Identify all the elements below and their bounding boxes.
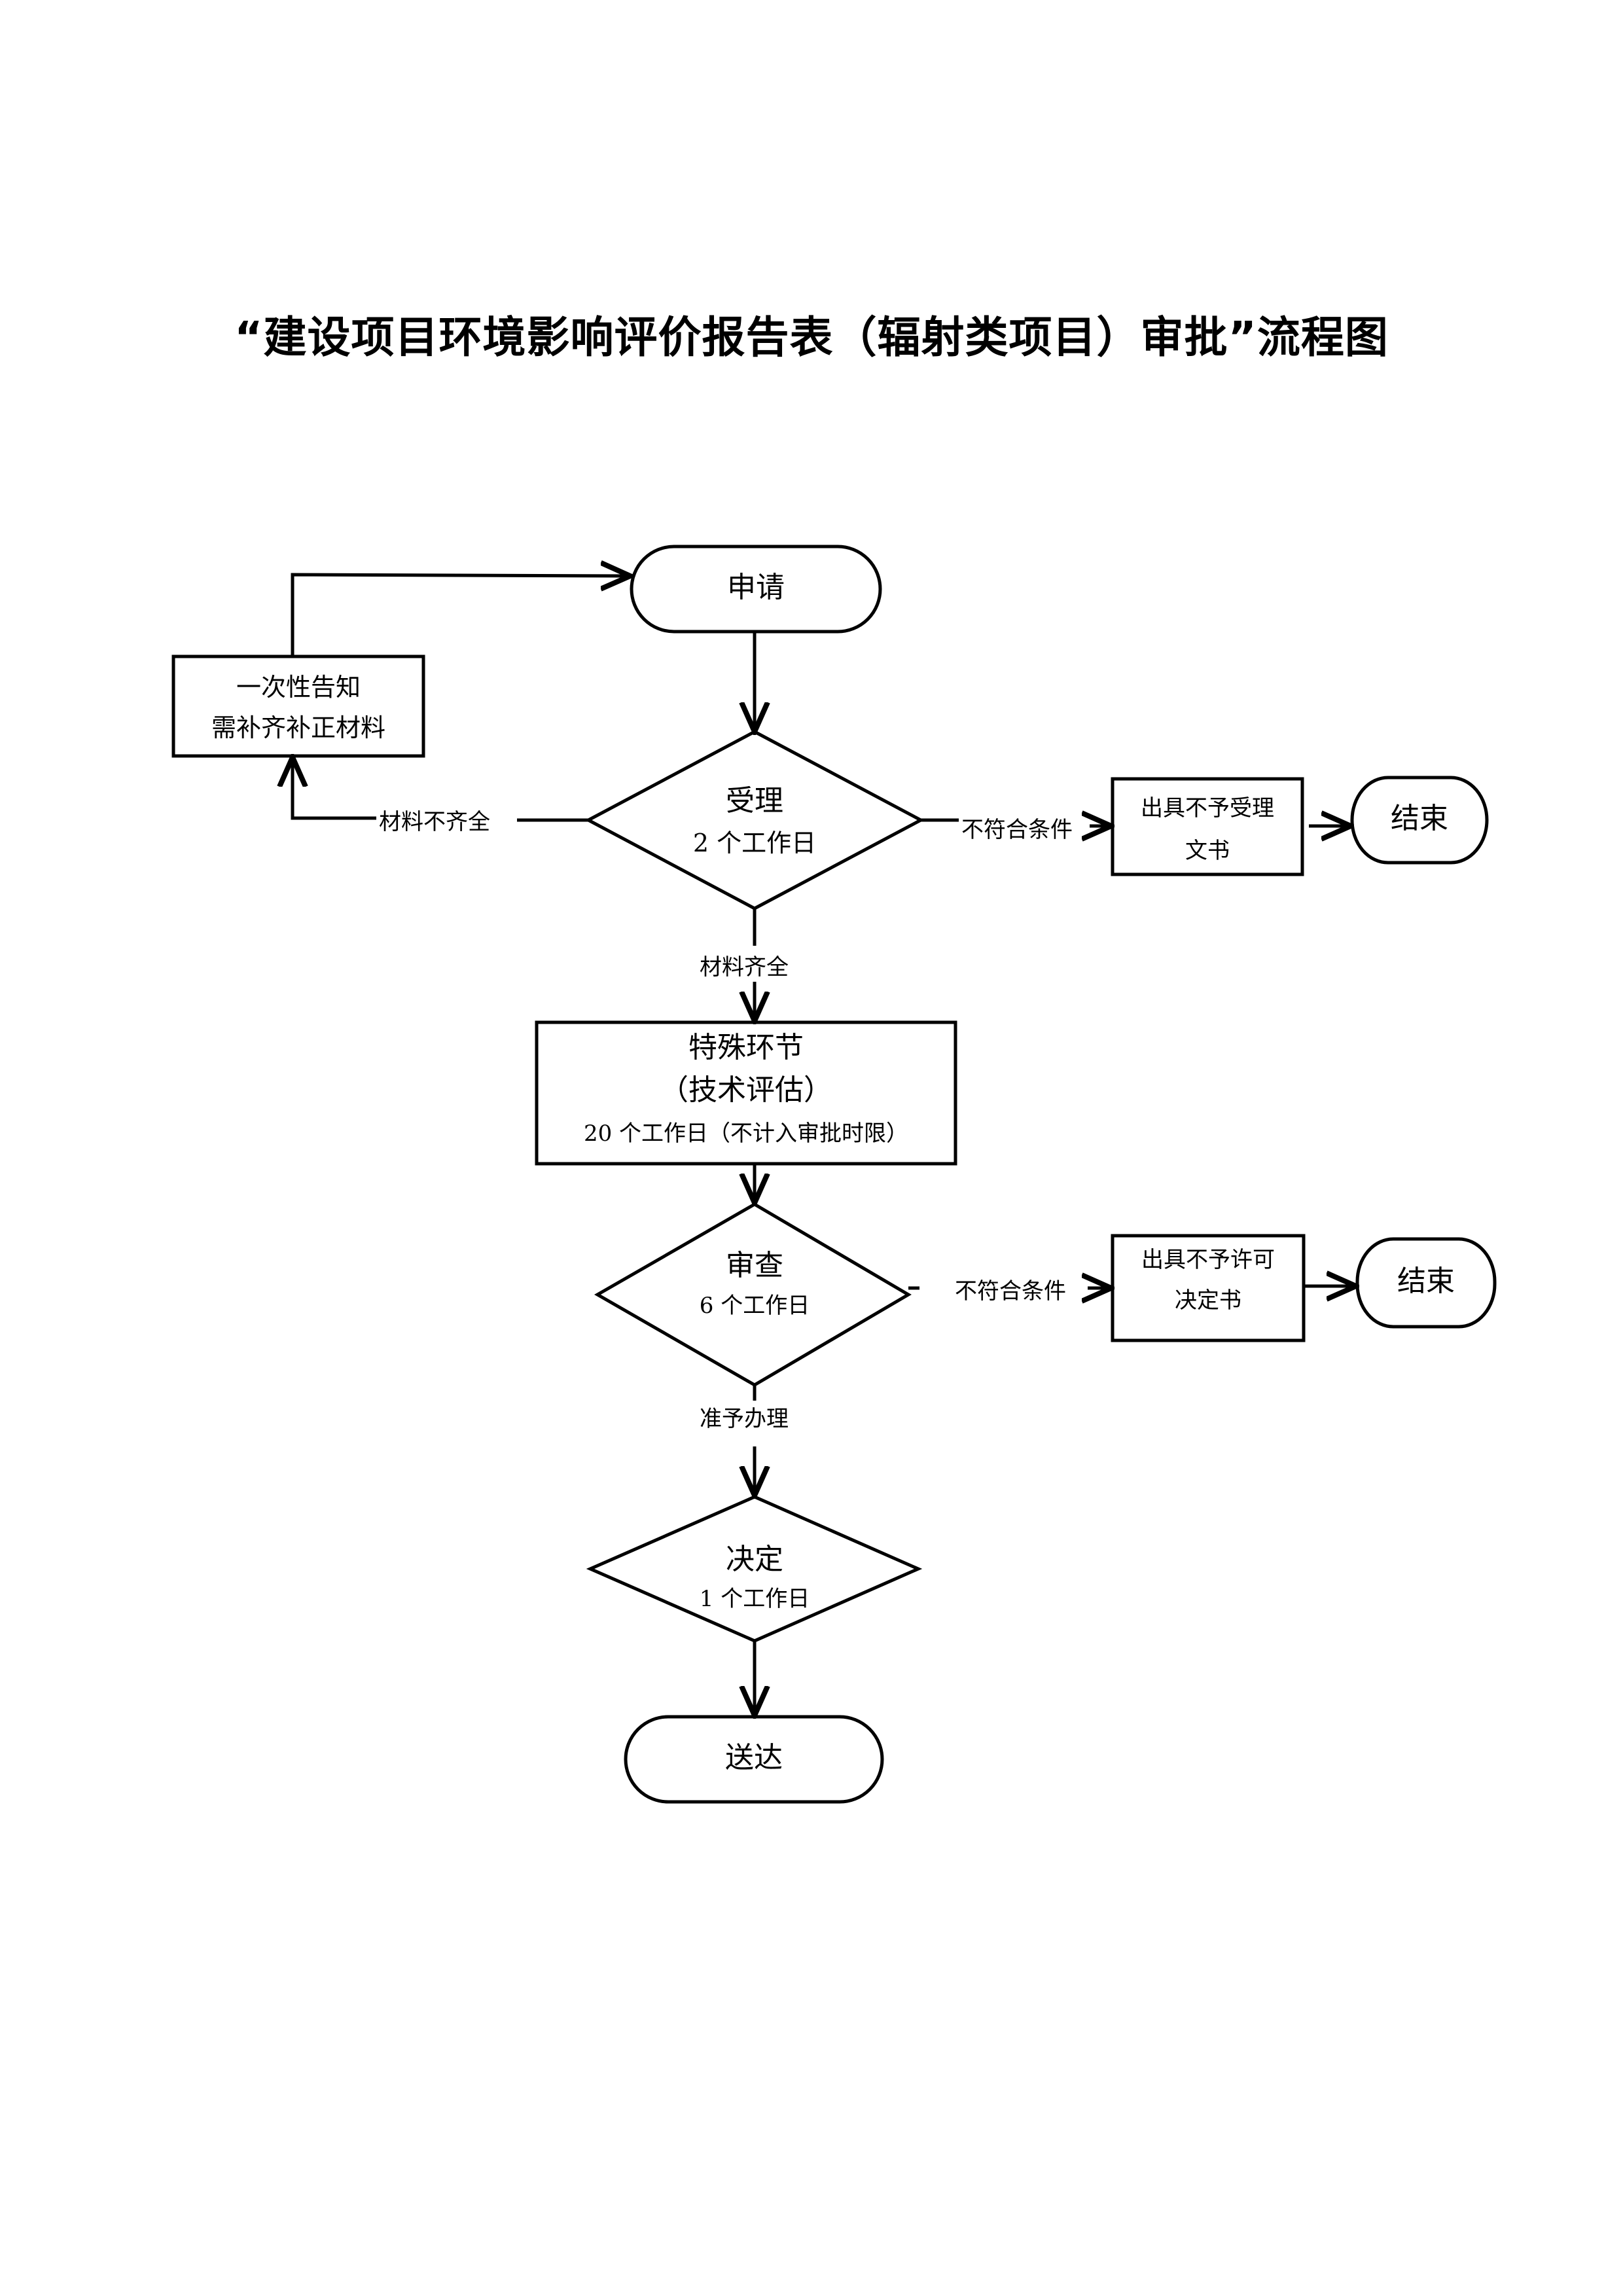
- accept-duration: 2 个工作日: [692, 829, 817, 857]
- review-label: 审查: [726, 1249, 783, 1282]
- notify-line1: 一次性告知: [236, 673, 361, 702]
- notify-to-apply-arrow: [291, 575, 630, 656]
- edge-label-complete: 材料齐全: [697, 949, 791, 981]
- accept-node: [584, 730, 925, 910]
- notify-line2: 需补齐补正材料: [211, 713, 385, 742]
- special-line3: 20 个工作日（不计入审批时限）: [583, 1121, 909, 1147]
- edge-label-not-qualified-2: 不符合条件: [952, 1273, 1069, 1305]
- edge-label-approved: 准予办理: [697, 1401, 791, 1433]
- reject-permit-doc-line2: 决定书: [1175, 1287, 1241, 1314]
- end2-label: 结束: [1397, 1265, 1455, 1298]
- review-duration: 6 个工作日: [699, 1293, 810, 1319]
- reject-accept-doc-line2: 文书: [1185, 838, 1230, 864]
- accept-label: 受理: [726, 784, 783, 817]
- special-line2: （技术评估）: [660, 1073, 832, 1107]
- edge-label-not-qualified-1: 不符合条件: [959, 812, 1075, 844]
- reject-permit-doc-line1: 出具不予许可: [1141, 1247, 1275, 1273]
- incomplete-to-notify-arrow: [293, 757, 376, 820]
- special-line1: 特殊环节: [688, 1031, 804, 1064]
- reject-accept-doc-line1: 出具不予受理: [1141, 795, 1274, 821]
- apply-label: 申请: [727, 571, 785, 604]
- end1-label: 结束: [1391, 802, 1448, 835]
- decide-label: 决定: [726, 1543, 783, 1576]
- decide-duration: 1 个工作日: [699, 1586, 810, 1612]
- edge-label-incomplete: 材料不齐全: [376, 804, 493, 836]
- page-title: “建设项目环境影响评价报告表（辐射类项目）审批”流程图: [234, 312, 1389, 363]
- deliver-label: 送达: [725, 1741, 783, 1774]
